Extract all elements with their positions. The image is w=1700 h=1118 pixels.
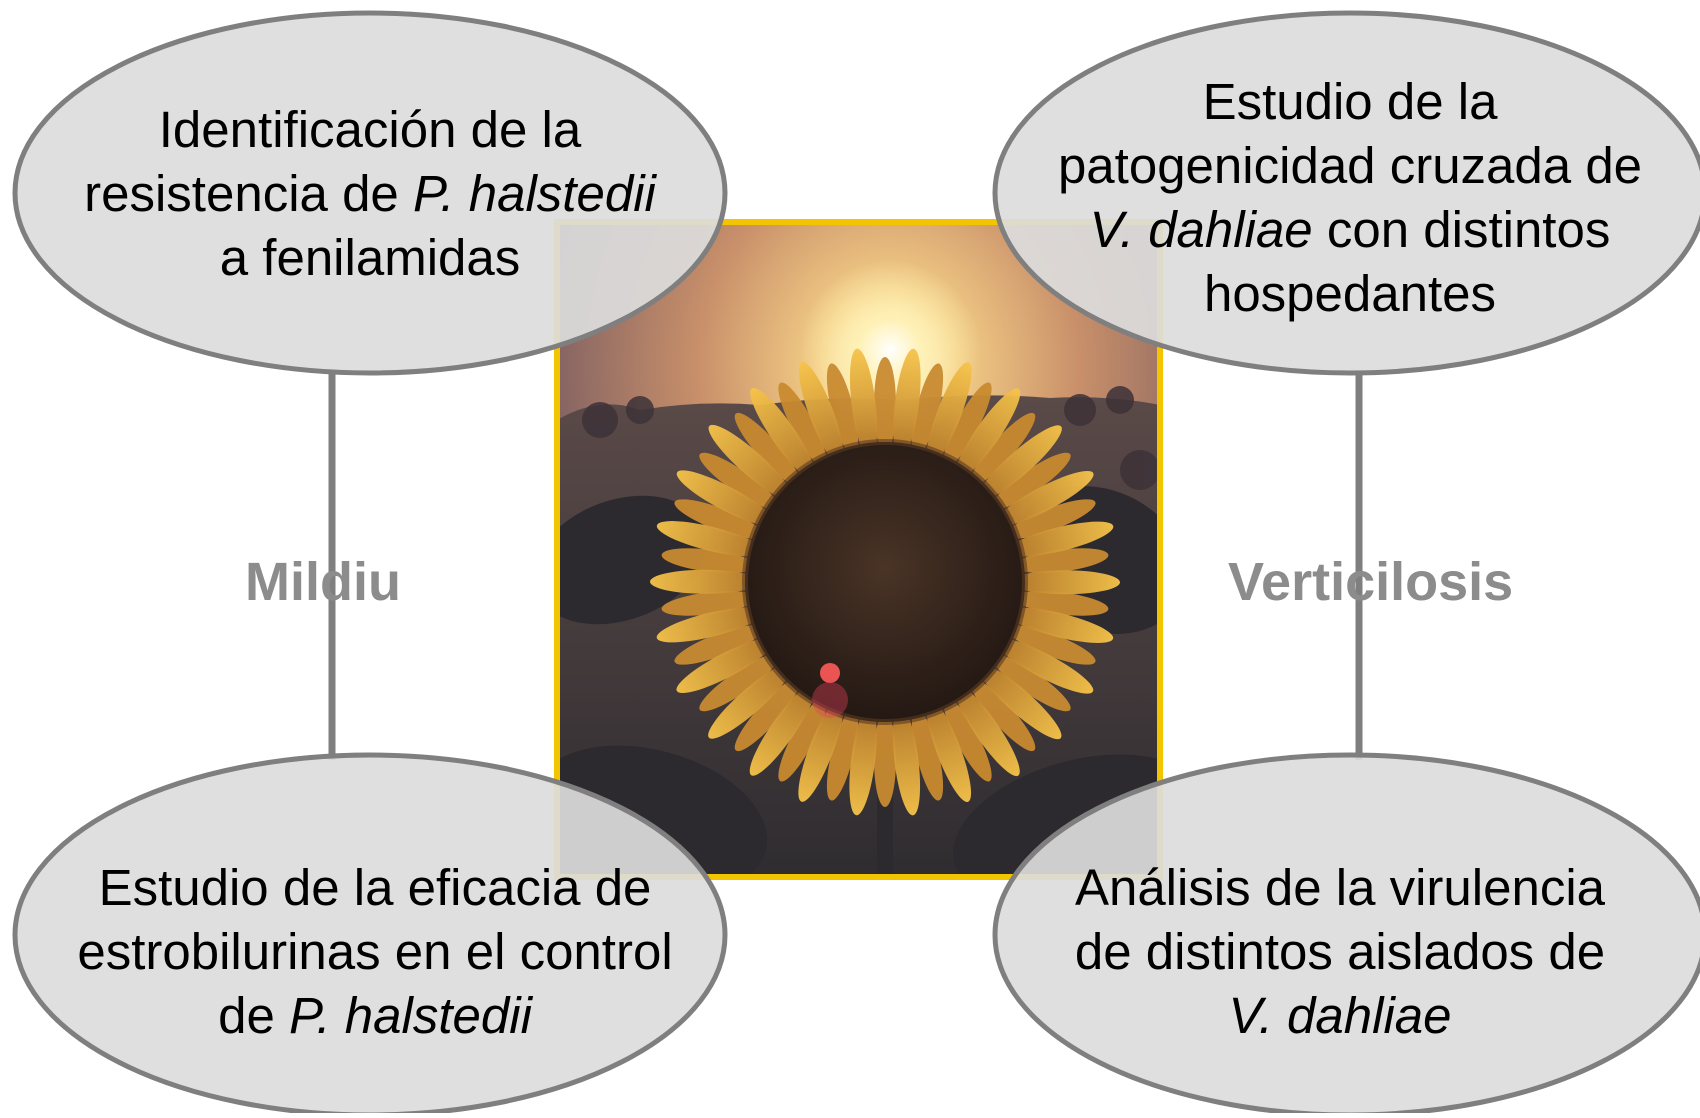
ellipse-top-right-text: Estudio de la patogenicidad cruzada de V… bbox=[1015, 70, 1685, 326]
sunflower-petal bbox=[826, 363, 859, 456]
text-line: Estudio de la bbox=[1202, 73, 1498, 130]
sunflower-petal bbox=[977, 663, 1062, 740]
ellipse-top-left bbox=[12, 10, 728, 376]
sunflower-petal bbox=[798, 698, 844, 802]
category-label-verticilosis: Verticilosis bbox=[1228, 552, 1514, 612]
sunflower-petal bbox=[674, 625, 764, 665]
sunflower-petal bbox=[926, 698, 972, 803]
text-line: V. dahliae con distintos bbox=[1015, 198, 1685, 262]
category-label-mildiu: Mildiu bbox=[245, 552, 401, 612]
sunflower-petal bbox=[943, 382, 992, 468]
ellipse-top-right bbox=[992, 10, 1700, 376]
sunflower-petal bbox=[1006, 607, 1114, 643]
sunflower-petal bbox=[778, 382, 827, 468]
sunflower-petal bbox=[674, 499, 764, 539]
sunflower-petal bbox=[708, 663, 793, 739]
sunflower-petal bbox=[708, 424, 793, 501]
ellipse-bottom-right-text: Análisis de la virulencia de distintos a… bbox=[1010, 856, 1670, 1048]
text-line: de P. halstedii bbox=[40, 984, 710, 1048]
sunflower-petal bbox=[893, 348, 921, 458]
ellipse-bottom-left-text: Estudio de la eficacia de estrobilurinas… bbox=[40, 856, 710, 1048]
text-line: Identificación de la bbox=[158, 101, 582, 158]
sunflower-petal bbox=[798, 361, 844, 466]
sunflower-petal bbox=[778, 696, 827, 782]
sunflower-petal bbox=[849, 706, 877, 816]
species-name: P. halstedii bbox=[412, 165, 656, 222]
sunflower-petal bbox=[995, 470, 1094, 527]
sunflower-petal bbox=[943, 696, 992, 782]
sunflower-petal bbox=[734, 678, 800, 752]
sunflower-petal bbox=[749, 684, 816, 776]
sunflower-petal bbox=[650, 569, 761, 594]
sunflower-petal bbox=[699, 654, 779, 712]
sunflower-petal bbox=[676, 637, 775, 694]
species-name: V. dahliae bbox=[1228, 987, 1452, 1044]
sunflower-petal bbox=[970, 678, 1036, 752]
sunflower-petal bbox=[911, 363, 944, 456]
sunflower-petal bbox=[926, 362, 972, 466]
text-segment: resistencia de bbox=[84, 165, 413, 222]
sunflower-petal bbox=[1006, 521, 1114, 557]
sunflower-petal bbox=[954, 388, 1021, 480]
sunflower-petal bbox=[991, 452, 1071, 510]
sunflower-petal bbox=[676, 470, 775, 526]
sunflower-petal bbox=[874, 712, 896, 807]
text-line: de distintos aislados de bbox=[1074, 923, 1606, 980]
text-line: patogenicidad cruzada de bbox=[1057, 137, 1643, 194]
sunflower-petal bbox=[849, 348, 878, 458]
text-line: Análisis de la virulencia bbox=[1074, 859, 1606, 916]
sunflower-photo bbox=[557, 222, 1160, 877]
sunflower-petal bbox=[656, 521, 764, 557]
sunflower-petal bbox=[1009, 570, 1120, 595]
text-segment: de bbox=[218, 987, 289, 1044]
sunflower-petal bbox=[826, 708, 859, 801]
text-line: hospedantes bbox=[1203, 265, 1497, 322]
sunflower-petal bbox=[1006, 625, 1096, 665]
sunflower-petal bbox=[970, 412, 1036, 486]
sunflower-petal bbox=[874, 357, 896, 452]
sunflower-petal bbox=[1006, 499, 1096, 539]
sunflower-petal bbox=[995, 638, 1094, 694]
ellipse-top-left-text: Identificación de la resistencia de P. h… bbox=[40, 98, 700, 290]
text-line: a fenilamidas bbox=[219, 229, 521, 286]
text-line: estrobilurinas en el control bbox=[77, 923, 673, 980]
sunflower-petal bbox=[954, 684, 1020, 777]
sunflower-petal bbox=[991, 654, 1071, 712]
photo-frame bbox=[554, 219, 1163, 880]
text-line: Estudio de la eficacia de bbox=[98, 859, 652, 916]
sunflower-petal bbox=[977, 425, 1062, 501]
species-name: P. halstedii bbox=[289, 987, 532, 1044]
text-segment: con distintos bbox=[1312, 201, 1611, 258]
sunflower-petal bbox=[734, 412, 800, 486]
sunflower-petal bbox=[892, 706, 921, 816]
text-line: resistencia de P. halstedii bbox=[40, 162, 700, 226]
sunflower-petal bbox=[750, 387, 816, 480]
species-name: V. dahliae bbox=[1089, 201, 1313, 258]
sunflower-petal bbox=[656, 607, 764, 643]
sunflower-petal bbox=[911, 708, 944, 801]
sunflower-petal bbox=[699, 452, 779, 510]
text-line: V. dahliae bbox=[1010, 984, 1670, 1048]
